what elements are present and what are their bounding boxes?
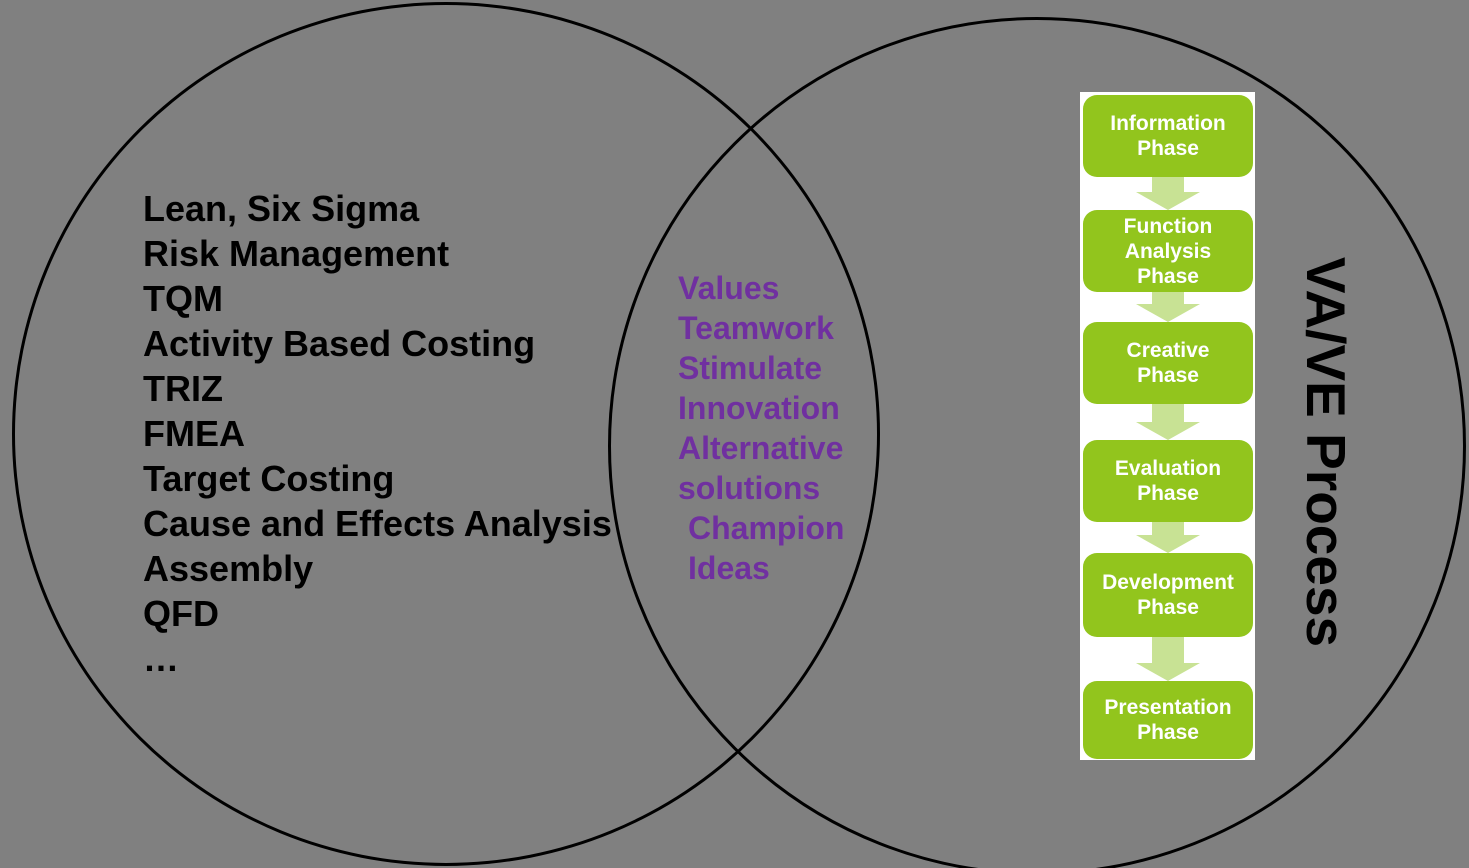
phase-box: Information Phase <box>1083 95 1253 177</box>
left-list-item: Cause and Effects Analysis <box>143 503 612 544</box>
phase-box-label: Function Analysis Phase <box>1123 214 1213 288</box>
intersection-list-item: Ideas <box>688 550 770 586</box>
phase-box: Evaluation Phase <box>1083 440 1253 522</box>
phase-box: Development Phase <box>1083 553 1253 637</box>
intersection-list-item: Teamwork <box>678 310 834 346</box>
intersection-list-item: Alternative <box>678 430 844 466</box>
intersection-list-item: Champion <box>688 510 845 546</box>
intersection-list-item: Stimulate <box>678 350 823 386</box>
intersection-list-item: solutions <box>678 470 821 506</box>
phase-box: Presentation Phase <box>1083 681 1253 759</box>
arrow-down-icon <box>1136 522 1200 553</box>
phase-box-label: Evaluation Phase <box>1114 457 1222 505</box>
left-list-item: Risk Management <box>143 233 450 274</box>
phase-box: Creative Phase <box>1083 322 1253 404</box>
left-list-item: … <box>143 638 179 679</box>
phase-box-label: Development Phase <box>1102 571 1234 619</box>
left-list-item: Target Costing <box>143 458 395 499</box>
left-list-item: FMEA <box>143 413 245 454</box>
left-list-item: Activity Based Costing <box>143 323 536 364</box>
left-list-item: Lean, Six Sigma <box>143 188 420 229</box>
arrow-down-icon <box>1136 292 1200 322</box>
arrow-down-icon <box>1136 404 1200 440</box>
phase-box-label: Information Phase <box>1110 112 1226 160</box>
vave-process-label-text: VA/VE Process <box>1295 256 1358 648</box>
left-list-item: TRIZ <box>143 368 223 409</box>
intersection-list-item: Innovation <box>678 390 840 426</box>
right-circle <box>608 17 1466 868</box>
phase-box-label: Creative Phase <box>1126 339 1210 387</box>
left-list-item: QFD <box>143 593 219 634</box>
arrow-down-icon <box>1136 637 1200 681</box>
arrow-down-icon <box>1136 177 1200 210</box>
phase-box-label: Presentation Phase <box>1104 696 1232 744</box>
phase-box: Function Analysis Phase <box>1083 210 1253 292</box>
intersection-list-item: Values <box>678 270 780 306</box>
left-list-item: Assembly <box>143 548 314 589</box>
left-list-item: TQM <box>143 278 223 319</box>
